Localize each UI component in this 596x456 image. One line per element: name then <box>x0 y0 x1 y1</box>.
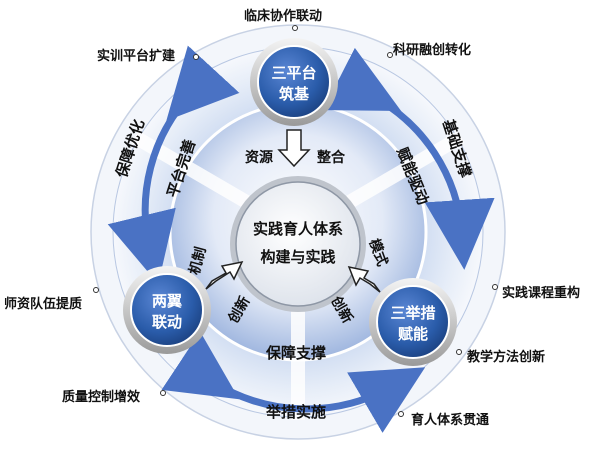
core-line1: 实践育人体系 <box>253 220 343 238</box>
left-node-line2: 联动 <box>152 313 182 331</box>
dot-top-left <box>193 54 199 60</box>
label-mechanism: 机制 <box>186 245 210 276</box>
arrow-right-curve <box>322 47 495 270</box>
outer-item-top-right: 科研融创转化 <box>393 43 472 58</box>
dot-bottom-right-upper <box>456 349 462 355</box>
outer-item-bottom-right-upper: 教学方法创新 <box>467 350 546 365</box>
outer-item-top: 临床协作联动 <box>244 9 323 24</box>
label-integrate: 整合 <box>316 149 346 166</box>
dot-top-right <box>387 52 393 58</box>
dot-left <box>93 287 99 293</box>
outer-item-right: 实践课程重构 <box>502 286 581 301</box>
core-line2: 构建与实践 <box>260 248 335 266</box>
top-node <box>257 45 331 119</box>
dot-top <box>292 25 298 31</box>
outer-item-left: 师资队伍提质 <box>4 297 83 312</box>
arrow-right-to-core <box>347 265 381 293</box>
arrow-bottom-curve <box>161 331 426 433</box>
left-node-line1: 两翼 <box>152 292 182 310</box>
right-node-line1: 三举措 <box>390 304 435 322</box>
arrow-left-curve <box>107 45 240 285</box>
right-node-line2: 赋能 <box>398 325 428 343</box>
core-circle <box>235 181 361 307</box>
dot-bottom-left <box>160 390 166 396</box>
outer-item-bottom-right-lower: 育人体系贯通 <box>411 413 490 428</box>
outer-item-bottom-left: 质量控制增效 <box>62 390 141 405</box>
top-node-line2: 筑基 <box>278 85 310 103</box>
outer-item-top-left: 实训平台扩建 <box>97 49 176 64</box>
left-node <box>130 273 204 347</box>
arrow-left-to-core <box>205 260 244 290</box>
arrow-top-to-core <box>277 129 311 168</box>
label-guarantee-support: 保障支撑 <box>265 344 326 362</box>
top-node-line1: 三平台 <box>271 64 316 82</box>
dot-right <box>492 284 498 290</box>
dot-bottom-right-lower <box>398 411 404 417</box>
label-resource: 资源 <box>245 149 273 166</box>
right-node <box>376 285 450 359</box>
label-measure-implement: 举措实施 <box>265 403 326 421</box>
